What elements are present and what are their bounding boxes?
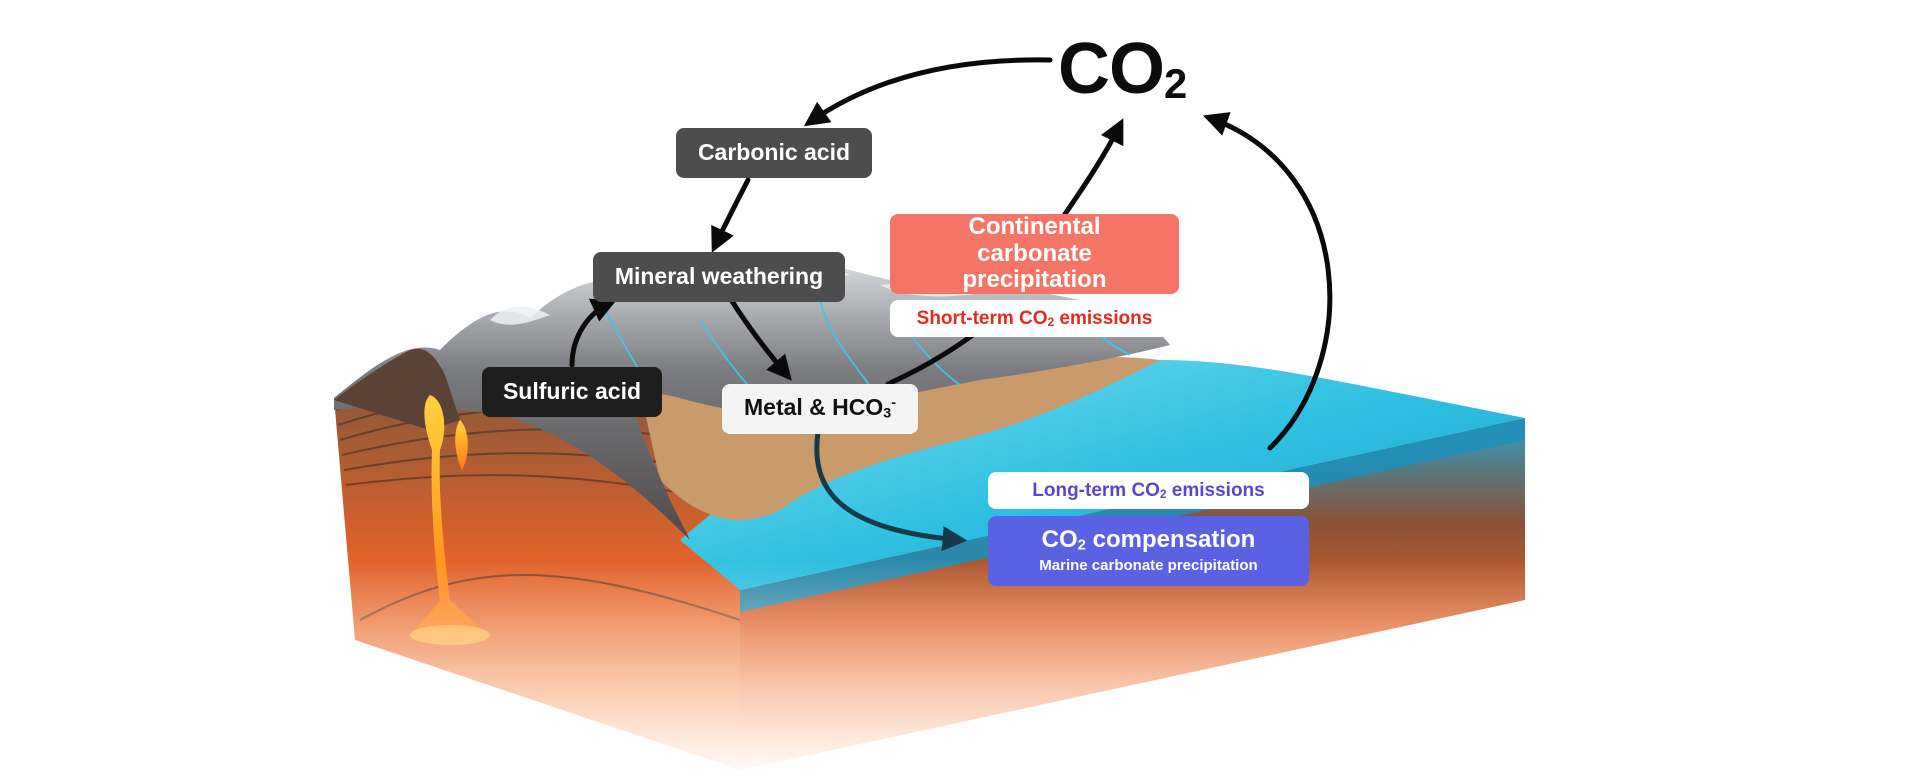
mineral-weathering-box: Mineral weathering	[593, 252, 845, 302]
long-term-emissions-box: Long-term CO2 emissions	[988, 472, 1309, 509]
coastline	[640, 357, 1160, 520]
marine-carbonate-label: Marine carbonate precipitation	[1039, 557, 1258, 575]
metal-hco3-label: Metal & HCO3-	[744, 394, 896, 422]
arrow-metal-to-compensation	[814, 429, 968, 551]
arrow-co2-to-carbonic-acid	[803, 57, 1053, 127]
short-term-emissions-label: Short-term CO2 emissions	[916, 307, 1153, 329]
mineral-weathering-label: Mineral weathering	[614, 263, 824, 290]
co2-compensation-label: CO2 compensation	[1041, 525, 1256, 554]
carbonic-acid-label: Carbonic acid	[697, 139, 851, 166]
arrow-carbonic-to-weathering	[711, 177, 751, 253]
arrow-longterm-to-co2	[1202, 112, 1333, 451]
arrow-weathering-to-metal	[727, 295, 792, 381]
arrow-continental-to-co2	[1062, 118, 1124, 217]
carbonic-acid-box: Carbonic acid	[676, 128, 872, 178]
long-term-emissions-label: Long-term CO2 emissions	[1032, 479, 1265, 501]
metal-hco3-box: Metal & HCO3-	[722, 384, 918, 434]
sulfuric-acid-box: Sulfuric acid	[482, 367, 662, 417]
sulfuric-acid-label: Sulfuric acid	[502, 378, 642, 405]
continental-carbonate-box: Continental carbonate precipitation	[890, 212, 1179, 294]
short-term-emissions-box: Short-term CO2 emissions	[890, 300, 1179, 337]
atmospheric-co2-label: CO2	[1058, 29, 1187, 109]
cycle-arrows	[569, 57, 1333, 451]
arrow-sulfuric-to-weathering	[569, 298, 617, 368]
continental-carbonate-label: Continental carbonate precipitation	[962, 212, 1107, 294]
co2-compensation-box: CO2 compensation Marine carbonate precip…	[988, 516, 1309, 586]
